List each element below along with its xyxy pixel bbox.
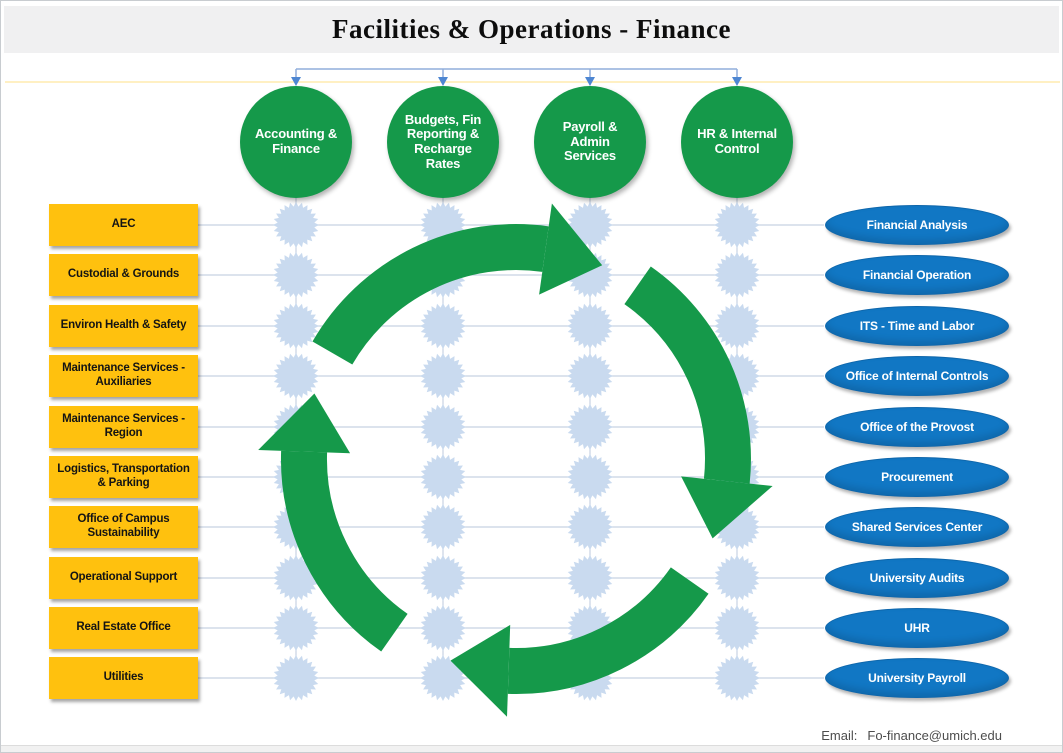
circle-label: Accounting & Finance (254, 126, 338, 156)
dept-box-utilities: Utilities (49, 657, 198, 699)
dept-box-custodial-grounds: Custodial & Grounds (49, 254, 198, 296)
title-band: Facilities & Operations - Finance (4, 6, 1059, 53)
dept-box-maintenance-auxiliaries: Maintenance Services - Auxiliaries (49, 355, 198, 397)
circle-label: HR & Internal Control (697, 126, 777, 156)
function-circle-payroll-admin: Payroll & Admin Services (534, 86, 646, 198)
function-circle-hr-internal-control: HR & Internal Control (681, 86, 793, 198)
partner-oval-financial-analysis: Financial Analysis (825, 205, 1009, 245)
circle-label: Budgets, Fin Reporting & Recharge Rates (404, 111, 482, 171)
partner-oval-office-of-internal-controls: Office of Internal Controls (825, 356, 1009, 396)
partner-oval-shared-services-center: Shared Services Center (825, 507, 1009, 547)
dept-box-maintenance-region: Maintenance Services - Region (49, 406, 198, 448)
partner-oval-university-payroll: University Payroll (825, 658, 1009, 698)
dept-box-logistics-transportation-parking: Logistics, Transportation & Parking (49, 456, 198, 498)
partner-oval-its-time-and-labor: ITS - Time and Labor (825, 306, 1009, 346)
dept-box-campus-sustainability: Office of Campus Sustainability (49, 506, 198, 548)
partner-oval-procurement: Procurement (825, 457, 1009, 497)
partner-oval-uhr: UHR (825, 608, 1009, 648)
cycle-arrows-icon (258, 203, 773, 717)
connector-bracket (291, 68, 742, 86)
circle-label: Payroll & Admin Services (562, 119, 618, 164)
starburst-field (273, 202, 760, 701)
partner-oval-office-of-the-provost: Office of the Provost (825, 407, 1009, 447)
email-label: Email: (821, 728, 858, 743)
function-circle-accounting-finance: Accounting & Finance (240, 86, 352, 198)
dept-box-operational-support: Operational Support (49, 557, 198, 599)
partner-oval-financial-operation: Financial Operation (825, 255, 1009, 295)
partner-oval-university-audits: University Audits (825, 558, 1009, 598)
dept-box-environ-health-safety: Environ Health & Safety (49, 305, 198, 347)
page-title: Facilities & Operations - Finance (332, 14, 731, 44)
contact-email: Email: Fo-finance@umich.edu (821, 728, 1002, 743)
function-circle-budgets-reporting: Budgets, Fin Reporting & Recharge Rates (387, 86, 499, 198)
dept-box-aec: AEC (49, 204, 198, 246)
bottom-strip (1, 745, 1062, 752)
dept-box-real-estate-office: Real Estate Office (49, 607, 198, 649)
email-address: Fo-finance@umich.edu (867, 728, 1002, 743)
